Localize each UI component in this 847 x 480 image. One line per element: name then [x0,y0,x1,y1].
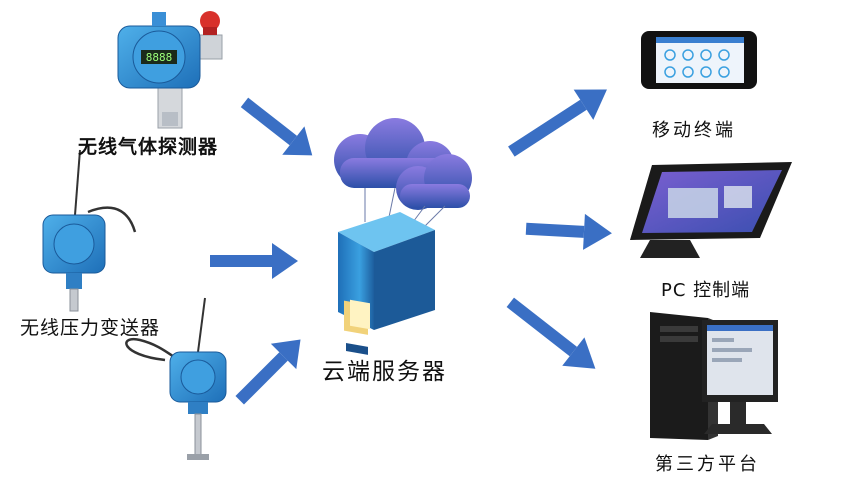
probe-transmitter-device [125,297,227,460]
arrow-server-to-third-party [506,297,596,369]
desktop-computer-device [650,312,778,440]
label-cloud-server: 云端服务器 [322,359,447,385]
label-mobile-terminal: 移动终端 [652,120,736,141]
mobile-phone-device [641,31,757,89]
pressure-transmitter-device [42,149,137,312]
touch-monitor-device [630,162,792,258]
arrow-server-to-mobile [508,89,607,157]
gas-detector-device: 8888 [117,11,223,129]
gas-detector-display: 8888 [146,51,173,64]
label-pressure-transmitter: 无线压力变送器 [20,317,161,339]
arrows-group [210,89,612,405]
label-pc-control: PC 控制端 [661,280,751,301]
label-third-party-platform: 第三方平台 [655,454,760,475]
arrow-server-to-pc [525,213,612,250]
cloud-server-device [334,118,472,355]
arrow-gas-to-server [240,97,313,156]
arrow-pressure-to-server [210,243,298,279]
arrow-probe-to-server [235,339,301,405]
label-gas-detector: 无线气体探测器 [78,136,219,158]
